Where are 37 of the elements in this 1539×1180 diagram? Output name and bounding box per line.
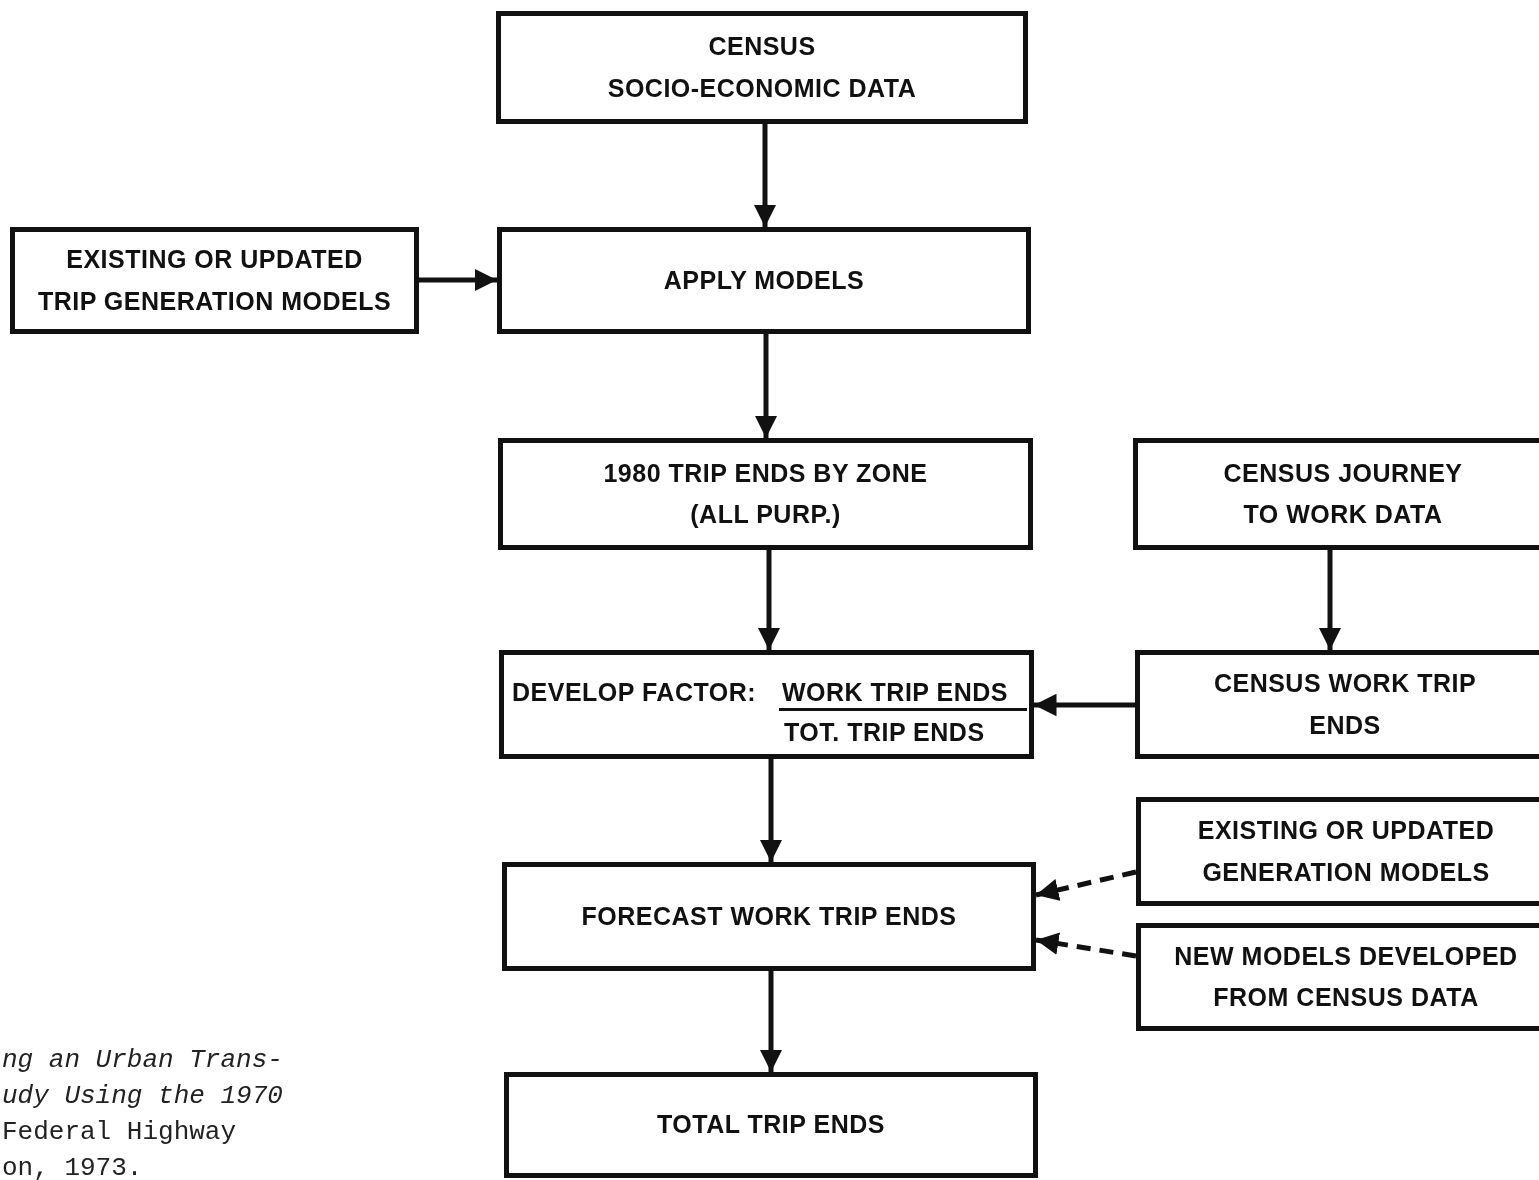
process-box — [496, 11, 1028, 124]
process-box — [504, 1072, 1038, 1178]
process-box — [502, 862, 1036, 971]
numerator-text: WORK TRIP ENDS — [782, 677, 1008, 707]
box-text: EXISTING OR UPDATED GENERATION MODELS — [1196, 815, 1496, 888]
process-box — [497, 227, 1031, 334]
citation-text: ng an Urban Trans- udy Using the 1970 Federal Highway on, 1973. — [2, 1044, 283, 1180]
denominator-text: TOT. TRIP ENDS — [784, 717, 985, 747]
box-text: TOTAL TRIP ENDS — [657, 1109, 885, 1141]
box-text: NEW MODELS DEVELOPED FROM CENSUS DATA — [1173, 940, 1519, 1013]
box-text: 1980 TRIP ENDS BY ZONE — [603, 457, 928, 489]
arrow — [757, 550, 781, 650]
box-text: DEVELOP FACTOR: — [512, 677, 757, 707]
box-text: CENSUS — [708, 31, 816, 63]
process-box — [10, 227, 419, 334]
dashed-arrow — [1035, 869, 1137, 901]
arrow — [753, 124, 777, 227]
box-text: SOCIO-ECONOMIC DATA — [607, 72, 917, 104]
dashed-arrow — [1035, 932, 1137, 959]
box-text: CENSUS WORK TRIP ENDS — [1212, 668, 1478, 741]
box-text: APPLY MODELS — [663, 264, 865, 296]
process-box — [1136, 923, 1539, 1031]
box-text: FORECAST WORK TRIP ENDS — [581, 900, 957, 932]
arrow — [759, 759, 783, 862]
arrow — [759, 971, 783, 1072]
box-text: CENSUS JOURNEY TO WORK DATA — [1222, 457, 1464, 530]
box-text: EXISTING OR UPDATED TRIP GENERATION MODELS — [36, 244, 393, 317]
arrow — [1034, 693, 1135, 717]
arrow — [419, 268, 497, 292]
process-box — [1133, 438, 1539, 550]
process-box — [1136, 797, 1539, 906]
process-box — [1135, 650, 1539, 759]
process-box — [499, 650, 1034, 759]
process-box — [498, 438, 1033, 550]
box-text: (ALL PURP.) — [690, 499, 841, 530]
arrow — [754, 334, 778, 438]
arrow — [1318, 550, 1342, 650]
